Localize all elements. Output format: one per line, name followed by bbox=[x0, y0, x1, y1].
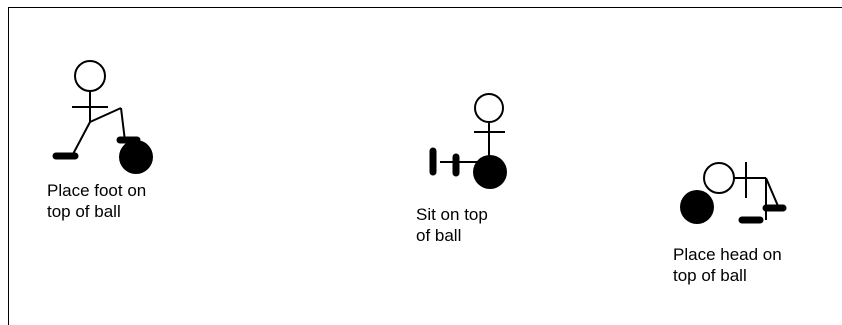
stick-figure-foot-on-ball-icon bbox=[56, 61, 153, 174]
stick-figure-head-on-ball-icon bbox=[680, 162, 783, 224]
caption-sit-on-ball: Sit on top of ball bbox=[416, 204, 556, 246]
caption-foot-on-ball: Place foot on top of ball bbox=[47, 180, 207, 222]
stick-figure-sit-on-ball-icon bbox=[433, 94, 507, 189]
caption-head-on-ball: Place head on top of ball bbox=[673, 244, 833, 286]
